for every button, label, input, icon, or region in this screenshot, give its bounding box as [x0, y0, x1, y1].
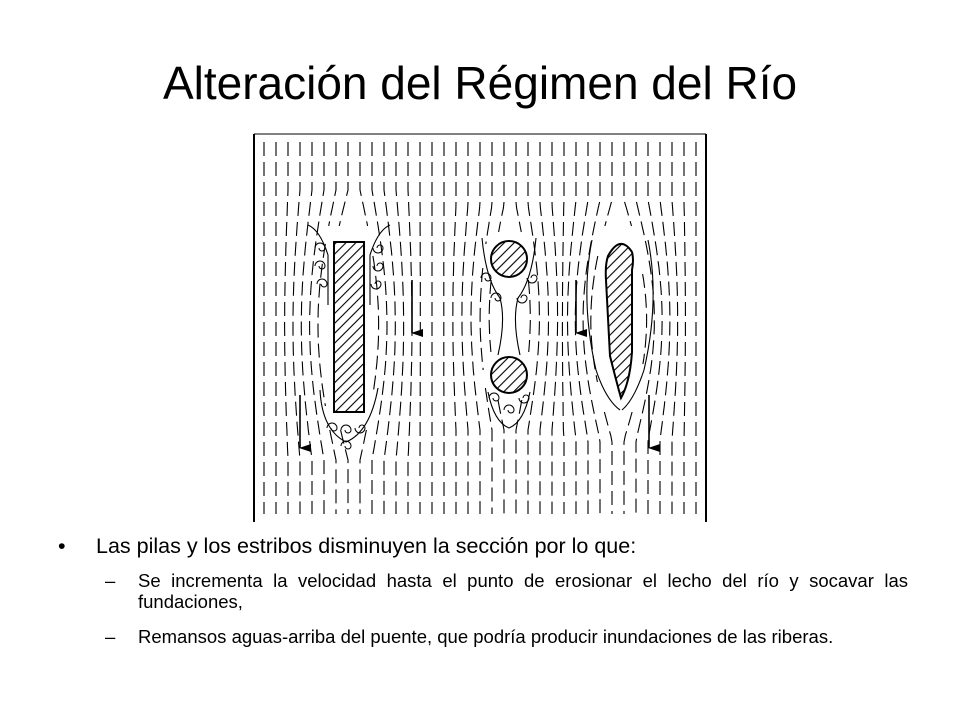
streamline: [566, 142, 577, 514]
wake-curve: [369, 224, 391, 305]
streamline: [515, 142, 522, 233]
streamline: [582, 142, 601, 514]
sub-bullet-text: Se incrementa la velocidad hasta el punt…: [138, 569, 908, 613]
sub-bullet-marker: –: [105, 569, 116, 591]
bullet-main-text: Las pilas y los estribos disminuyen la s…: [96, 534, 637, 558]
streamline: [683, 142, 686, 514]
eddy-swirl: [340, 440, 352, 450]
streamline: [484, 387, 493, 514]
sub-bullet: – Se incrementa la velocidad hasta el pu…: [58, 570, 908, 613]
wake-curve: [514, 237, 537, 356]
streamline: [328, 142, 337, 227]
streamline: [338, 142, 349, 227]
circular-pier-upper: [490, 240, 528, 278]
wake-curve: [621, 239, 654, 411]
streamline: [300, 142, 313, 514]
streamline: [485, 142, 493, 245]
eddy-swirl: [372, 244, 384, 254]
eddy-swirl: [490, 292, 502, 302]
eddy-swirls: [314, 242, 538, 450]
eddy-swirl: [340, 424, 352, 434]
streamline: [623, 411, 633, 514]
streamline: [329, 429, 337, 514]
wake-curve: [481, 237, 504, 356]
streamline: [623, 142, 633, 227]
river-flow-figure: [250, 130, 710, 525]
flow-diagram: [253, 133, 707, 522]
streamline: [497, 399, 505, 514]
eddy-swirl: [480, 272, 492, 282]
streamline: [561, 142, 565, 514]
wake-curve: [487, 391, 531, 429]
wake-curve: [307, 224, 329, 305]
slide-title: Alteración del Régimen del Río: [162, 57, 798, 109]
sub-bullet-text: Remansos aguas-arriba del puente, que po…: [138, 626, 834, 648]
streamline: [498, 142, 505, 233]
streamline: [470, 142, 481, 514]
streamline: [488, 279, 492, 353]
wake-curve: [319, 387, 379, 443]
pointed-pier: [604, 243, 634, 401]
eddy-swirl: [518, 394, 530, 404]
sub-bullet-marker: –: [105, 626, 116, 648]
eddy-swirl: [372, 262, 384, 272]
streamline: [452, 142, 457, 514]
rectangular-pier: [333, 241, 365, 413]
eddy-swirl: [516, 294, 528, 304]
streamline: [527, 142, 540, 514]
streamline: [635, 142, 655, 514]
streamline: [372, 255, 380, 395]
streamline: [603, 411, 613, 514]
streamline: [479, 267, 484, 371]
eddy-swirl: [314, 260, 326, 270]
eddy-swirl: [503, 404, 515, 414]
wake-curves: [307, 224, 654, 443]
streamline: [292, 142, 301, 514]
eddy-swirl: [370, 280, 382, 290]
bullet-marker: •: [58, 534, 66, 558]
streamline: [317, 243, 326, 407]
eddy-swirl: [354, 424, 366, 434]
streamline: [383, 142, 396, 514]
streamline: [395, 142, 405, 514]
streamline: [604, 142, 613, 227]
streamline: [527, 279, 531, 353]
circular-pier-lower: [490, 356, 528, 394]
wake-curve: [586, 239, 621, 411]
sub-bullet-list: – Se incrementa la velocidad hasta el pu…: [58, 570, 908, 648]
streamline: [551, 142, 559, 514]
streamline: [539, 142, 550, 514]
streamline: [647, 142, 663, 514]
eddy-swirl: [314, 242, 326, 252]
streamline: [574, 142, 589, 514]
streamline: [340, 429, 349, 514]
eddy-swirl: [488, 392, 500, 402]
streamline: [671, 142, 679, 514]
flow-lines: [263, 142, 697, 514]
eddy-swirl: [326, 422, 338, 432]
bullet-list: • Las pilas y los estribos disminuyen la…: [58, 534, 908, 661]
streamline: [659, 142, 671, 514]
streamline: [284, 142, 289, 514]
streamline: [642, 273, 648, 365]
sub-bullet: – Remansos aguas-arriba del puente, que …: [58, 626, 908, 648]
streamline: [359, 429, 367, 514]
streamline: [359, 142, 369, 227]
streamline: [371, 142, 388, 514]
streamline: [309, 142, 325, 514]
eddy-swirl: [526, 274, 538, 284]
bullet-main: • Las pilas y los estribos disminuyen la…: [58, 534, 908, 560]
streamline: [461, 142, 469, 514]
eddy-swirl: [316, 278, 328, 288]
